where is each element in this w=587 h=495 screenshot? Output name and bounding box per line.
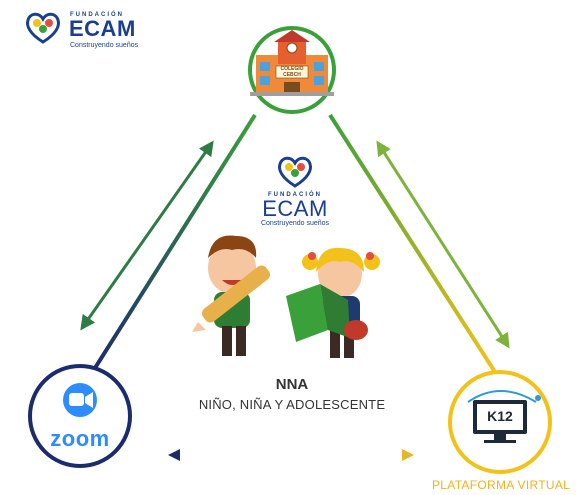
top-logo-brand: ECAM bbox=[69, 16, 136, 41]
arrow-left-up bbox=[80, 140, 214, 331]
school-building-icon bbox=[250, 30, 334, 96]
top-logo-tagline: Construyendo sueños bbox=[70, 42, 139, 49]
monitor-icon bbox=[467, 390, 541, 443]
zoom-label: zoom bbox=[50, 426, 110, 451]
nna-title: NNA bbox=[275, 376, 309, 393]
center-logo: FUNDACIÓN ECAM Construyendo sueños bbox=[250, 152, 340, 232]
arrow-right-down bbox=[376, 140, 510, 349]
top-logo-foundation-label: FUNDACIÓN bbox=[70, 12, 124, 18]
k12-caption: PLATAFORMA VIRTUAL bbox=[432, 478, 571, 492]
nna-subtitle: NIÑO, NIÑA Y ADOLESCENTE bbox=[198, 397, 386, 412]
children-reading-icon bbox=[192, 235, 380, 358]
school-sign: COLEGIO CEBCH bbox=[276, 66, 308, 78]
fundacion-heart-logo-icon bbox=[26, 12, 60, 44]
k12-node bbox=[448, 370, 552, 474]
school-sign-line2: CEBCH bbox=[283, 72, 301, 78]
school-sign-line1: COLEGIO bbox=[280, 66, 304, 72]
video-camera-icon bbox=[63, 383, 97, 417]
center-logo-brand: ECAM bbox=[262, 196, 328, 221]
center-logo-tagline: Construyendo sueños bbox=[260, 220, 330, 227]
top-logo: FUNDACIÓN ECAM Construyendo sueños bbox=[24, 8, 154, 50]
school-node bbox=[248, 26, 336, 114]
center-heart-logo-icon bbox=[278, 156, 312, 188]
arrow-bottom-right-head bbox=[402, 449, 414, 461]
zoom-node bbox=[28, 364, 132, 468]
k12-label: K12 bbox=[487, 408, 513, 424]
arrow-bottom-left-head bbox=[168, 449, 180, 461]
center-logo-foundation-label: FUNDACIÓN bbox=[268, 192, 322, 198]
